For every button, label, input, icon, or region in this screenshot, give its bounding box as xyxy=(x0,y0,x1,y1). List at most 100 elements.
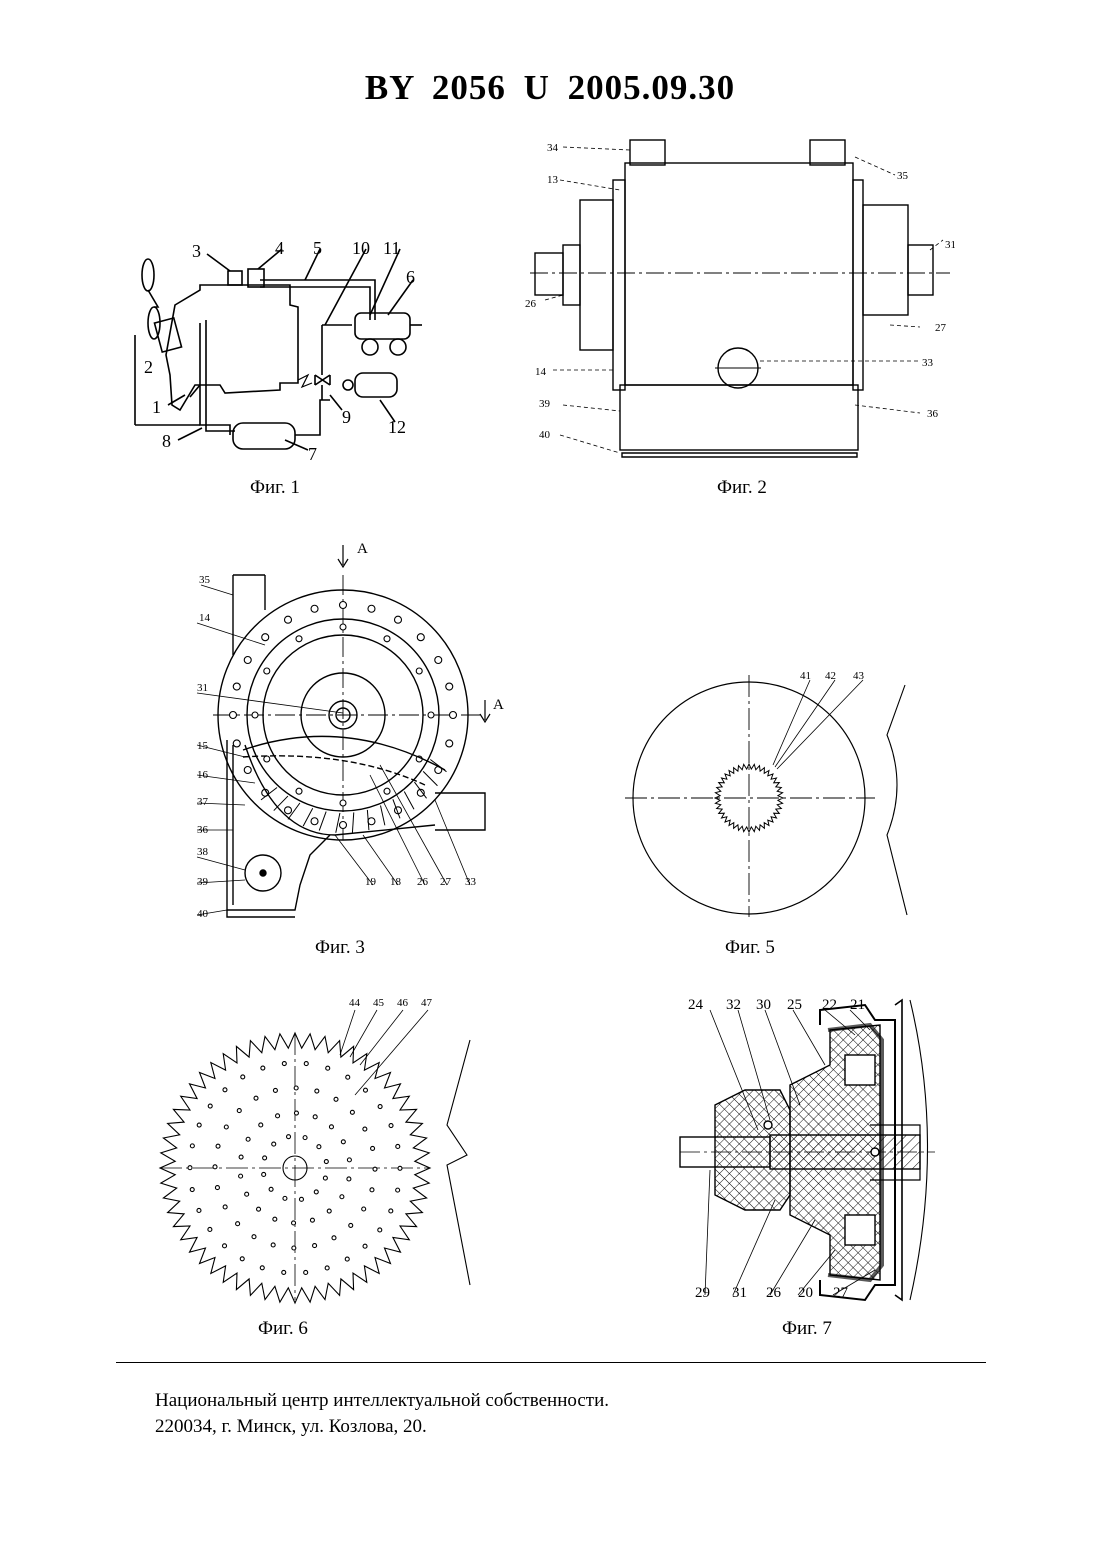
perforation-hole xyxy=(239,1174,243,1178)
fig2-label-34: 34 xyxy=(547,142,559,154)
perforation-hole xyxy=(327,1209,331,1213)
perforation-hole xyxy=(396,1188,400,1192)
figure-7-caption: Фиг. 7 xyxy=(782,1318,832,1340)
perforation-hole xyxy=(282,1062,286,1066)
perforation-hole xyxy=(371,1146,375,1150)
perforation-hole xyxy=(223,1244,227,1248)
perforation-hole xyxy=(363,1244,367,1248)
fig3-section-label-top: A xyxy=(357,541,368,557)
bolt-hole xyxy=(252,712,258,718)
fig3-label-15: 15 xyxy=(197,740,209,752)
bolt-hole xyxy=(244,657,251,664)
perforation-hole xyxy=(188,1166,192,1170)
perforation-hole xyxy=(378,1228,382,1232)
fig1-label-7: 7 xyxy=(308,444,317,464)
bolt-hole xyxy=(233,683,240,690)
fig2-label-36: 36 xyxy=(927,408,939,420)
bolt-hole xyxy=(446,683,453,690)
fig2-label-13: 13 xyxy=(547,174,559,186)
fig7-label-29: 29 xyxy=(695,1285,710,1301)
rotor-tooth xyxy=(352,812,353,832)
footer: Национальный центр интеллектуальной собс… xyxy=(155,1388,609,1440)
perforation-hole xyxy=(197,1123,201,1127)
bolt-hole xyxy=(264,668,270,674)
fig1-label-9: 9 xyxy=(342,407,351,427)
bolt-hole xyxy=(384,636,390,642)
fig1-label-10: 10 xyxy=(352,238,370,258)
perforation-hole xyxy=(313,1115,317,1119)
fig1-label-4: 4 xyxy=(275,238,284,258)
perforation-hole xyxy=(237,1109,241,1113)
perforation-hole xyxy=(254,1096,258,1100)
fig2-label-39: 39 xyxy=(539,398,551,410)
fig3-label-27: 27 xyxy=(440,876,452,888)
perforation-hole xyxy=(304,1062,308,1066)
fig1-label-5: 5 xyxy=(313,238,322,258)
perforation-hole xyxy=(261,1066,265,1070)
perforation-hole xyxy=(325,1266,329,1270)
rotor-tooth xyxy=(319,812,326,831)
perforation-hole xyxy=(208,1227,212,1231)
bolt-hole xyxy=(428,712,434,718)
bolt-hole xyxy=(230,712,237,719)
bolt-hole xyxy=(417,634,424,641)
fig3-label-36: 36 xyxy=(197,824,209,836)
perforation-hole xyxy=(347,1177,351,1181)
perforation-hole xyxy=(389,1209,393,1213)
perforation-hole xyxy=(246,1137,250,1141)
perforation-hole xyxy=(332,1236,336,1240)
perforation-hole xyxy=(324,1160,328,1164)
perforation-hole xyxy=(299,1197,303,1201)
bolt-hole xyxy=(311,818,318,825)
fig3-label-14: 14 xyxy=(199,612,211,624)
fig7-label-27: 27 xyxy=(833,1285,849,1301)
bolt-hole xyxy=(244,767,251,774)
fig2-label-26: 26 xyxy=(525,298,537,310)
perforation-hole xyxy=(310,1218,314,1222)
fig5-label-42: 42 xyxy=(825,670,836,682)
bolt-hole xyxy=(311,605,318,612)
fig3-label-16: 16 xyxy=(197,769,209,781)
perforation-hole xyxy=(257,1207,261,1211)
fig3-label-33: 33 xyxy=(465,876,477,888)
fig6-label-46: 46 xyxy=(397,997,409,1009)
fig1-label-3: 3 xyxy=(192,241,201,261)
fig3-label-40: 40 xyxy=(197,908,209,920)
perforation-hole xyxy=(223,1088,227,1092)
perforation-hole xyxy=(398,1166,402,1170)
footer-divider xyxy=(116,1362,986,1363)
perforation-hole xyxy=(373,1167,377,1171)
fig2-label-14: 14 xyxy=(535,366,547,378)
figure-1-caption: Фиг. 1 xyxy=(250,477,300,499)
fig3-label-26: 26 xyxy=(417,876,429,888)
fig3-label-39: 39 xyxy=(197,876,209,888)
rotor-tooth xyxy=(336,813,340,833)
perforation-hole xyxy=(345,1257,349,1261)
fig3-label-37: 37 xyxy=(197,796,209,808)
rotor-tooth xyxy=(423,771,437,785)
fig2-label-31: 31 xyxy=(945,239,955,251)
fig7-label-20: 20 xyxy=(798,1285,813,1301)
perforation-hole xyxy=(245,1192,249,1196)
perforation-hole xyxy=(363,1088,367,1092)
fig1-label-11: 11 xyxy=(383,238,400,258)
fig6-label-47: 47 xyxy=(421,997,433,1009)
fig3-section-label-right: A xyxy=(493,697,504,713)
perforation-hole xyxy=(241,1075,245,1079)
bolt-hole xyxy=(285,616,292,623)
perforation-hole xyxy=(329,1125,333,1129)
fig7-label-26: 26 xyxy=(766,1285,782,1301)
fig7-label-21: 21 xyxy=(850,997,865,1013)
perforation-hole xyxy=(378,1105,382,1109)
fig7-label-25: 25 xyxy=(787,997,802,1013)
perforation-hole xyxy=(349,1223,353,1227)
perforation-hole xyxy=(294,1086,298,1090)
bolt-hole xyxy=(446,740,453,747)
perforation-hole xyxy=(323,1176,327,1180)
perforation-hole xyxy=(273,1217,277,1221)
fig2-label-40: 40 xyxy=(539,429,551,441)
perforation-hole xyxy=(347,1158,351,1162)
figure-6-drawing: 44 45 46 47 xyxy=(155,995,485,1305)
perforation-hole xyxy=(292,1221,296,1225)
bolt-hole xyxy=(340,602,347,609)
